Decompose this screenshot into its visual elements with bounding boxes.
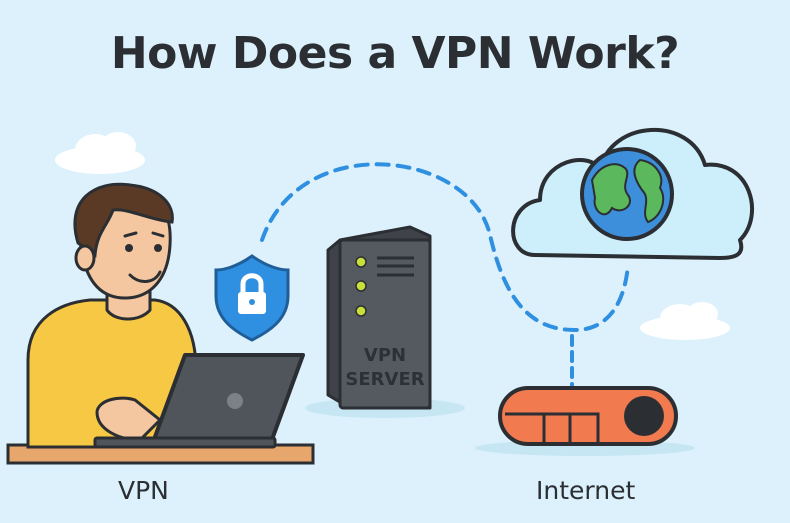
vpn-server [305,225,465,418]
small-cloud-left [55,132,145,174]
router-icon [475,386,695,456]
page-title: How Does a VPN Work? [110,28,680,79]
connection-line-shield-server [260,162,630,333]
server-label-line2: SERVER [345,369,425,390]
server-label-line1: VPN [363,345,407,366]
globe-icon [580,147,674,241]
internet-label: Internet [536,476,636,505]
vpn-label: VPN [118,476,169,505]
small-cloud-right [640,302,730,340]
person [26,182,198,449]
laptop [93,353,305,449]
shield-lock-icon [214,254,290,342]
